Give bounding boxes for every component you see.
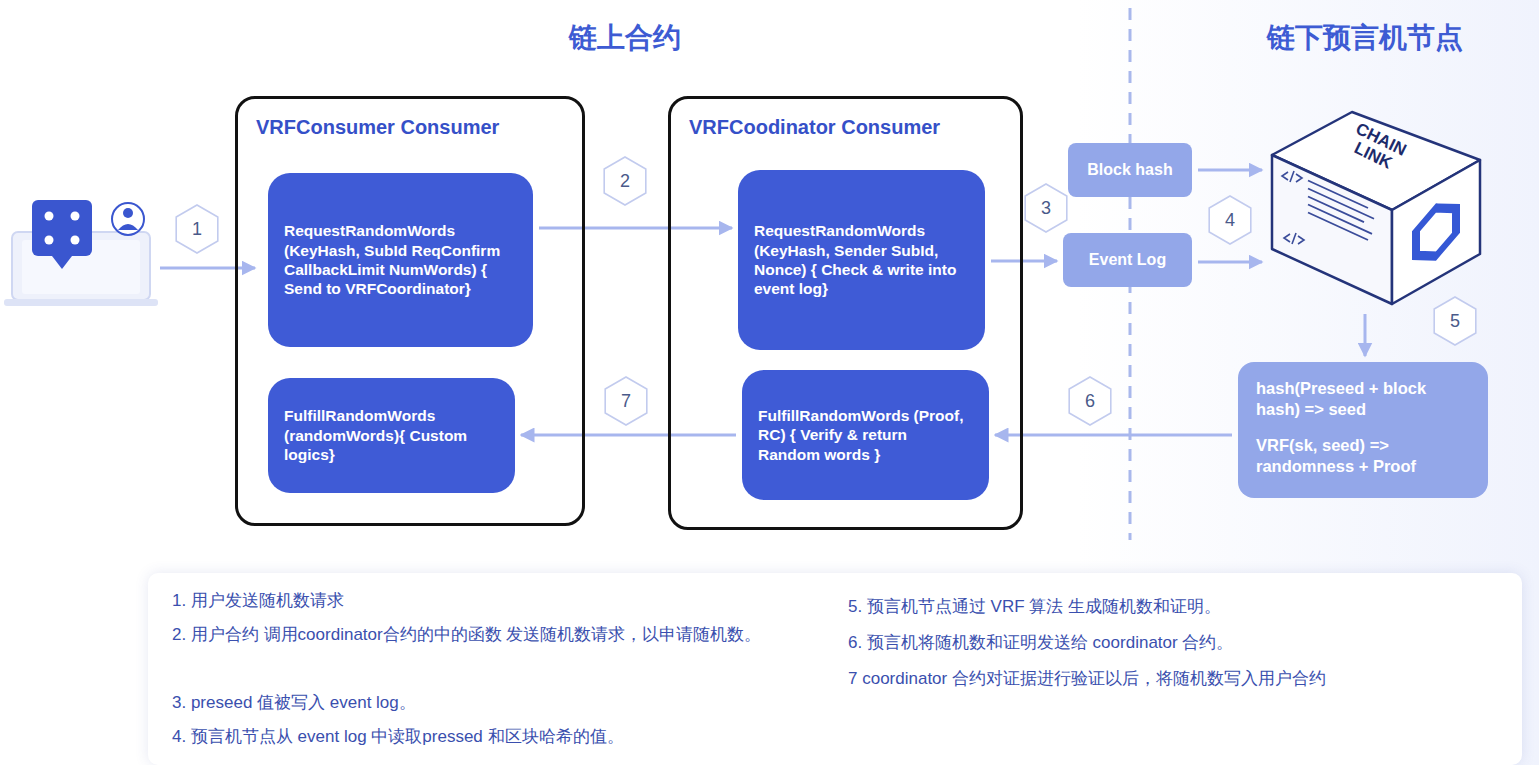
callout-hexagon [1025,184,1067,232]
step-note: 7 coordinator 合约对证据进行验证以后，将随机数写入用户合约 [848,663,1508,695]
function-text: FulfillRandomWords (randomWords){ Custom… [284,406,499,464]
flow-arrow [1198,261,1262,264]
data-box: Block hash [1068,143,1192,197]
box-title: VRFConsumer Consumer [256,116,582,139]
computation-box: hash(Preseed + block hash) => seedVRF(sk… [1238,362,1488,498]
callout-number: 6 [1085,391,1095,412]
function-box: FulfillRandomWords (Proof, RC) { Verify … [742,370,989,500]
function-text: FulfillRandomWords (Proof, RC) { Verify … [758,406,973,464]
user-request-arrow [160,267,255,270]
computation-text: VRF(sk, seed) => randomness + Proof [1256,435,1470,476]
callout-hexagon [176,205,218,253]
callout-hexagon [604,157,646,205]
notes-panel: 1. 用户发送随机数请求2. 用户合约 调用coordinator合约的中的函数… [148,573,1522,765]
data-box: Event Log [1063,233,1192,287]
callout-number: 7 [621,391,631,412]
callout-number: 4 [1225,210,1235,231]
step-note: 6. 预言机将随机数和证明发送给 coordinator 合约。 [848,627,1508,659]
step-note: 3. preseed 值被写入 event log。 [172,687,792,719]
flow-arrow [1198,169,1262,172]
section-heading: 链下预言机节点 [1267,19,1463,57]
computation-text: hash(Preseed + block hash) => seed [1256,378,1470,419]
function-box: RequestRandomWords (KeyHash, SubId ReqCo… [268,173,533,347]
callout-hexagon [605,377,647,425]
callout-hexagon [1209,196,1251,244]
step-note: 2. 用户合约 调用coordinator合约的中的函数 发送随机数请求，以申请… [172,619,792,651]
step-note: 5. 预言机节点通过 VRF 算法 生成随机数和证明。 [848,591,1508,623]
data-text: Block hash [1087,161,1172,179]
contract-box: VRFCoodinator ConsumerRequestRandomWords… [668,96,1023,530]
data-text: Event Log [1089,251,1166,269]
oracle-node-cube: CHAIN LINK [1268,108,1482,308]
callout-hexagon [1434,297,1476,345]
step-note: 4. 预言机节点从 event log 中读取pressed 和区块哈希的值。 [172,721,812,753]
flow-arrow [995,434,1232,437]
contract-box: VRFConsumer ConsumerRequestRandomWords (… [235,96,585,526]
flow-arrow [521,434,736,437]
section-heading: 链上合约 [569,19,681,57]
function-box: RequestRandomWords (KeyHash, Sender SubI… [738,170,985,350]
box-title: VRFCoodinator Consumer [689,116,1020,139]
function-box: FulfillRandomWords (randomWords){ Custom… [268,378,515,493]
function-text: RequestRandomWords (KeyHash, Sender SubI… [754,221,969,299]
callout-number: 5 [1450,311,1460,332]
step-note: 1. 用户发送随机数请求 [172,585,792,617]
function-text: RequestRandomWords (KeyHash, SubId ReqCo… [284,221,517,299]
flow-arrow [1364,314,1367,356]
user-illustration [4,200,158,306]
flow-arrow [991,260,1057,263]
callout-number: 2 [620,171,630,192]
callout-number: 3 [1041,198,1051,219]
flow-arrow [539,227,732,230]
callout-number: 1 [192,219,202,240]
callout-hexagon [1069,377,1111,425]
